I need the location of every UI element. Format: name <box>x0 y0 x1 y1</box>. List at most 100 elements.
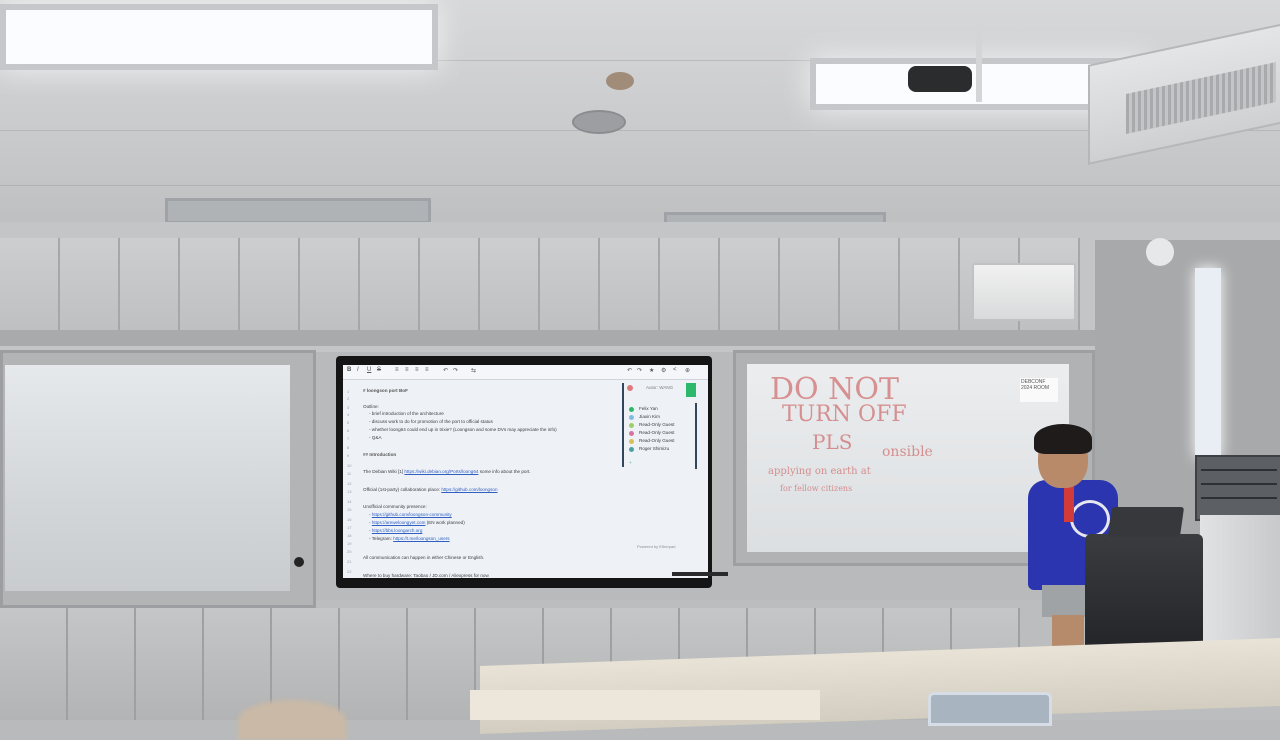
doc-outline-label: Outline: <box>363 404 379 409</box>
line-number: 20 <box>347 549 352 554</box>
presence-link[interactable]: https://areweloongyet.com <box>371 520 426 525</box>
wall-panel-lower <box>408 608 476 720</box>
line-number: 18 <box>347 533 352 538</box>
doc-presence-item: - https://areweloongyet.com (EN work pla… <box>369 520 465 525</box>
editor-toolbar: B I U S ≡ ≡ ≡ ≡ ↶ ↷ ⇆ ↶ ↷ ★ ⚙ < ⊕ <box>343 365 708 380</box>
presence-prefix: - <box>369 512 372 517</box>
etherpad-screen: B I U S ≡ ≡ ≡ ≡ ↶ ↷ ⇆ ↶ ↷ ★ ⚙ < ⊕ 1 2 3 … <box>343 365 708 578</box>
shirt-print <box>1070 500 1110 538</box>
ceiling-seam <box>0 130 1280 131</box>
italic-button[interactable]: I <box>357 367 359 373</box>
wiki-link[interactable]: https://wiki.debian.org/Ports/loong64 <box>404 469 479 474</box>
underline-button[interactable]: U <box>367 367 372 373</box>
user-color-dot <box>629 415 634 420</box>
wall-panel-lower <box>68 608 136 720</box>
whiteboard-right <box>747 364 1069 552</box>
wall-panel <box>240 238 300 330</box>
online-user: Read-Only Guest <box>639 430 675 435</box>
undo-icon[interactable]: ↶ <box>443 368 449 374</box>
ceiling-speaker <box>572 110 626 134</box>
presence-suffix: (EN work planned) <box>425 520 465 525</box>
whiteboard-text: onsible <box>882 444 933 460</box>
official-link[interactable]: https://github.com/loongson <box>441 487 498 492</box>
line-number: 16 <box>347 517 352 522</box>
wall-panel <box>720 238 780 330</box>
wall-panel <box>600 238 660 330</box>
window <box>1195 268 1221 458</box>
chat-toggle-button[interactable] <box>686 383 696 397</box>
doc-outline-item: - discuss work to do for promotion of th… <box>369 419 493 424</box>
projector-mount <box>976 22 982 102</box>
doc-official-line: Official (1st-party) collaboration place… <box>363 487 498 492</box>
settings-icon[interactable]: ⚙ <box>661 368 667 374</box>
import-export-icon[interactable]: ↶ <box>627 368 633 374</box>
presence-link[interactable]: https://github.com/loongson-community <box>371 512 452 517</box>
line-number: 6 <box>347 428 350 433</box>
online-panel-scrollbar[interactable] <box>695 403 697 469</box>
doc-outline-item: - brief introduction of the architecture <box>369 411 444 416</box>
user-color-icon[interactable] <box>627 385 633 391</box>
wall-panel-lower <box>136 608 204 720</box>
timeslider-icon[interactable]: ↷ <box>637 368 643 374</box>
clear-authorship-icon[interactable]: ⇆ <box>471 368 477 374</box>
doc-subheading: ## Introduction <box>363 452 397 457</box>
ceiling-seam <box>0 60 1280 61</box>
wall-panel <box>300 238 360 330</box>
security-camera <box>1146 238 1174 266</box>
wall-panel <box>420 238 480 330</box>
ceiling-seam <box>0 185 1280 186</box>
presence-prefix: - Telegram: <box>369 536 394 541</box>
ordered-list-icon[interactable]: ≡ <box>395 367 399 373</box>
presence-prefix: - <box>369 520 372 525</box>
more-users[interactable]: + <box>629 460 632 465</box>
posted-notice: DEBCONF 2024 ROOM <box>1020 378 1058 402</box>
online-user: Read-Only Guest <box>639 422 675 427</box>
doc-presence-item: - https://bbs.loongarch.org <box>369 528 422 533</box>
laptop <box>1107 507 1185 537</box>
unordered-list-icon[interactable]: ≡ <box>405 367 409 373</box>
doc-presence-item: - Telegram: https://t.me/loongson_users <box>369 536 450 541</box>
chair <box>928 692 1052 726</box>
line-number: 13 <box>347 489 352 494</box>
line-number: 9 <box>347 453 350 458</box>
av-rack <box>1195 455 1280 521</box>
user-color-dot <box>629 447 634 452</box>
pad-footer-mark: Powered by Etherpad <box>637 544 676 549</box>
wall-panel <box>0 238 60 330</box>
wall-panel <box>540 238 600 330</box>
wall-panel <box>780 238 840 330</box>
users-icon[interactable]: ⊕ <box>685 368 691 374</box>
wall-panel <box>840 238 900 330</box>
official-prefix: Official (1st-party) collaboration place… <box>363 487 441 492</box>
outdent-icon[interactable]: ≡ <box>425 367 429 373</box>
redo-icon[interactable]: ↷ <box>453 368 459 374</box>
bold-button[interactable]: B <box>347 367 352 373</box>
user-color-dot <box>629 423 634 428</box>
line-number: 1 <box>347 389 350 394</box>
presence-link[interactable]: https://t.me/loongson_users <box>393 536 450 541</box>
strikethrough-button[interactable]: S <box>377 367 382 373</box>
wall-panel <box>120 238 180 330</box>
line-number: 10 <box>347 463 352 468</box>
board-marker-tray <box>672 572 728 576</box>
lanyard <box>1064 486 1074 522</box>
share-icon[interactable]: < <box>673 367 677 373</box>
whiteboard-text: TURN OFF <box>782 402 907 427</box>
line-number: 7 <box>347 436 350 441</box>
star-icon[interactable]: ★ <box>649 368 655 374</box>
indent-icon[interactable]: ≡ <box>415 367 419 373</box>
audience-desk <box>470 690 820 720</box>
whiteboard-left <box>5 365 290 591</box>
doc-heading: # loongson port BoF <box>363 388 408 393</box>
wall-panel-lower <box>0 608 68 720</box>
whiteboard-text: PLS <box>812 430 853 454</box>
presence-link[interactable]: https://bbs.loongarch.org <box>371 528 423 533</box>
online-user: Roger Shimizu <box>639 446 670 451</box>
line-number: 15 <box>347 507 352 512</box>
whiteboard-text: DO NOT <box>770 372 900 407</box>
presenter-hair <box>1034 424 1092 454</box>
user-color-dot <box>629 407 634 412</box>
line-number: 22 <box>347 569 352 574</box>
line-number: 4 <box>347 412 350 417</box>
smoke-detector <box>606 72 634 90</box>
